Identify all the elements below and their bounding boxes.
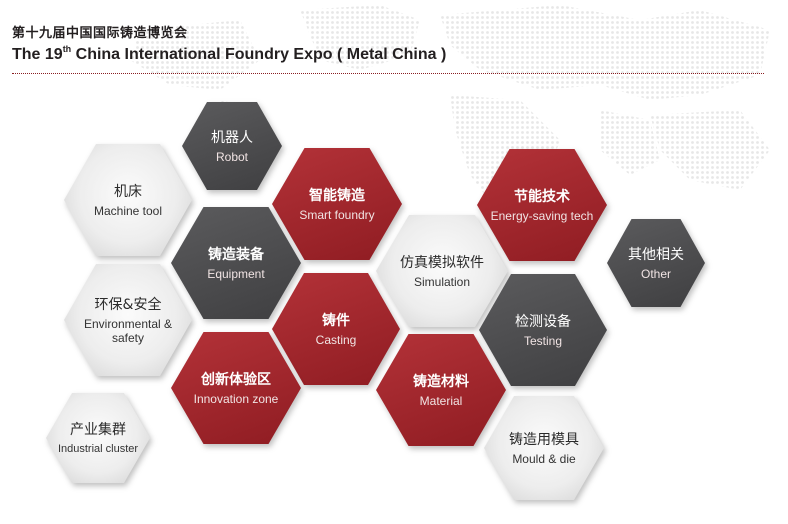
- hex-other: 其他相关 Other: [607, 219, 705, 307]
- hex-robot-en: Robot: [215, 149, 249, 164]
- hex-testing: 检测设备 Testing: [479, 274, 607, 386]
- hex-innovation-zone-cn: 创新体验区: [201, 371, 271, 388]
- hex-other-en: Other: [640, 266, 671, 281]
- title-en-suffix: China International Foundry Expo ( Metal…: [71, 46, 447, 63]
- hex-smart-foundry-en: Smart foundry: [299, 207, 375, 222]
- hex-mould-die-cn: 铸造用模具: [509, 431, 579, 448]
- hex-material-en: Material: [419, 393, 463, 408]
- hex-material: 铸造材料 Material: [376, 334, 506, 446]
- hex-machine-tool-en: Machine tool: [93, 203, 163, 218]
- hex-energy-saving: 节能技术 Energy-saving tech: [477, 149, 607, 261]
- hex-innovation-zone-en: Innovation zone: [193, 391, 279, 406]
- hex-energy-saving-cn: 节能技术: [514, 188, 570, 205]
- hex-industrial-cluster-cn: 产业集群: [70, 421, 126, 438]
- hex-energy-saving-en: Energy-saving tech: [490, 208, 594, 223]
- hex-smart-foundry: 智能铸造 Smart foundry: [272, 148, 402, 260]
- title-en-prefix: The 19: [12, 46, 63, 63]
- hex-machine-tool-cn: 机床: [114, 183, 142, 200]
- hex-machine-tool: 机床 Machine tool: [64, 144, 192, 256]
- page-title-english: The 19th China International Foundry Exp…: [12, 44, 447, 64]
- hex-other-cn: 其他相关: [628, 246, 684, 263]
- hex-robot: 机器人 Robot: [182, 102, 282, 190]
- hex-simulation-en: Simulation: [413, 274, 471, 289]
- hex-mould-die: 铸造用模具 Mould & die: [484, 396, 604, 500]
- hex-casting: 铸件 Casting: [272, 273, 400, 385]
- hex-equipment-cn: 铸造装备: [208, 246, 264, 263]
- title-en-superscript: th: [62, 44, 72, 54]
- hex-casting-en: Casting: [315, 332, 357, 347]
- hex-casting-cn: 铸件: [322, 312, 350, 329]
- hex-simulation-cn: 仿真模拟软件: [400, 254, 484, 271]
- hex-smart-foundry-cn: 智能铸造: [309, 187, 365, 204]
- hex-environmental-safety-en: Environmental & safety: [83, 316, 173, 345]
- hex-testing-en: Testing: [523, 333, 563, 348]
- hex-simulation: 仿真模拟软件 Simulation: [376, 215, 508, 327]
- hex-industrial-cluster-en: Industrial cluster: [57, 442, 139, 455]
- hex-equipment-en: Equipment: [207, 266, 265, 281]
- hex-innovation-zone: 创新体验区 Innovation zone: [171, 332, 301, 444]
- hex-material-cn: 铸造材料: [413, 373, 469, 390]
- hex-testing-cn: 检测设备: [515, 313, 571, 330]
- hex-mould-die-en: Mould & die: [512, 451, 576, 466]
- hex-environmental-safety: 环保&安全 Environmental & safety: [64, 264, 192, 376]
- hex-environmental-safety-cn: 环保&安全: [94, 296, 162, 313]
- hex-robot-cn: 机器人: [211, 129, 253, 146]
- page-title-chinese: 第十九届中国国际铸造博览会: [12, 26, 188, 41]
- header-divider: [12, 73, 764, 74]
- hex-industrial-cluster: 产业集群 Industrial cluster: [46, 393, 150, 483]
- hex-equipment: 铸造装备 Equipment: [171, 207, 301, 319]
